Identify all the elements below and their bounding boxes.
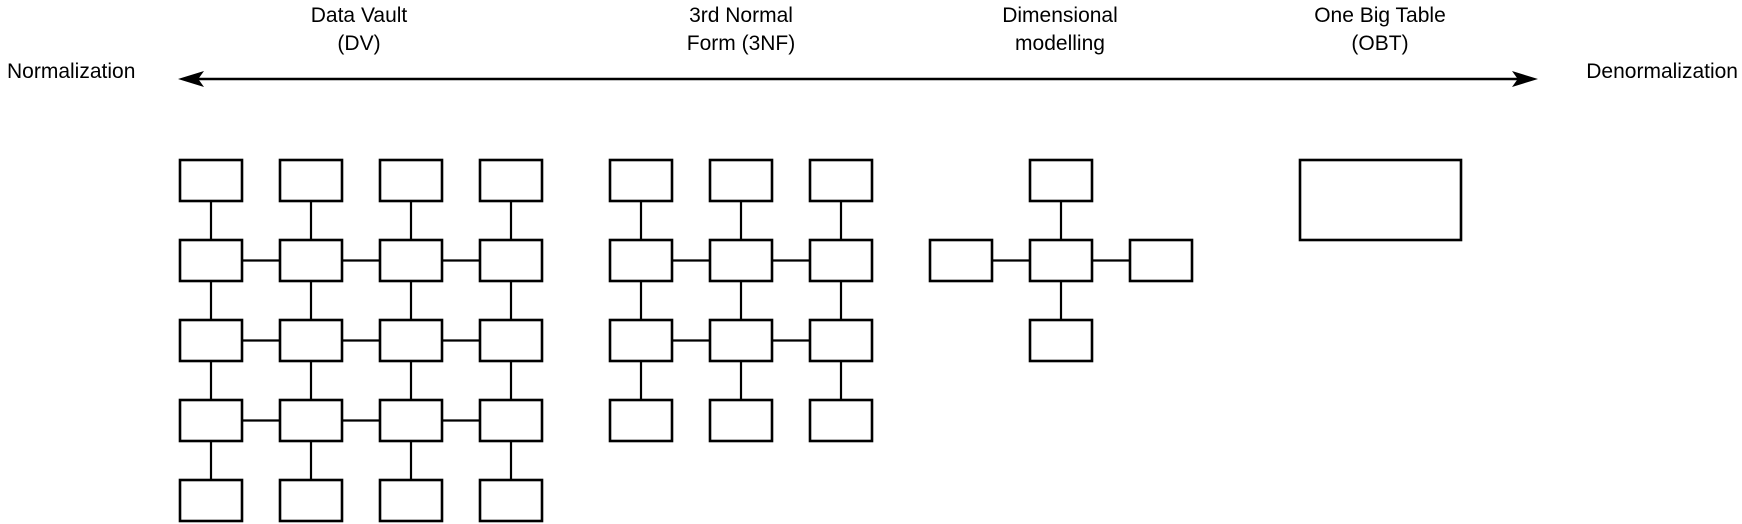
section-label-3nf: 3rd Normal Form (3NF)	[631, 2, 851, 58]
section-label-dimensional: Dimensional modelling	[950, 2, 1170, 58]
one-big-table-table-box	[1298, 158, 1463, 242]
data-vault-table-box	[378, 398, 444, 443]
data-vault-table-box	[278, 158, 344, 203]
section-label-line: Data Vault	[310, 4, 408, 27]
section-label-line: modelling	[1015, 32, 1105, 55]
data-vault-table-box	[378, 478, 444, 523]
dimensional-modelling-dimension-box	[1028, 158, 1094, 203]
denormalization-label: Denormalization	[1586, 60, 1738, 83]
dimensional-modelling-fact-box	[1028, 238, 1094, 283]
data-vault-table-box	[278, 318, 344, 363]
data-vault-table-box	[478, 238, 544, 283]
third-normal-form-table-box	[708, 238, 774, 283]
third-normal-form-table-box	[608, 158, 674, 203]
data-vault-table-box	[378, 318, 444, 363]
data-vault-table-box	[178, 398, 244, 443]
dimensional-modelling-dimension-box	[1128, 238, 1194, 283]
data-vault-table-box	[478, 478, 544, 523]
third-normal-form-table-box	[808, 238, 874, 283]
third-normal-form-table-box	[808, 318, 874, 363]
data-vault-table-box	[178, 318, 244, 363]
third-normal-form-table-box	[808, 398, 874, 443]
data-vault-table-box	[178, 158, 244, 203]
data-vault-table-box	[278, 478, 344, 523]
data-vault-table-box	[378, 158, 444, 203]
data-vault-table-box	[378, 238, 444, 283]
data-vault-table-box	[278, 238, 344, 283]
third-normal-form-table-box	[608, 318, 674, 363]
third-normal-form-table-box	[708, 158, 774, 203]
section-label-line: (DV)	[337, 32, 381, 55]
section-label-line: 3rd Normal	[689, 4, 793, 27]
arrow-head-right	[1512, 71, 1538, 87]
data-vault-table-box	[278, 398, 344, 443]
section-label-data-vault: Data Vault (DV)	[249, 2, 469, 58]
normalization-label: Normalization	[7, 60, 136, 83]
third-normal-form-table-box	[608, 398, 674, 443]
data-vault-table-box	[178, 238, 244, 283]
dimensional-modelling-dimension-box	[1028, 318, 1094, 363]
section-label-line: Dimensional	[1002, 4, 1118, 27]
section-label-line: One Big Table	[1314, 4, 1446, 27]
third-normal-form-table-box	[608, 238, 674, 283]
third-normal-form-table-box	[808, 158, 874, 203]
arrow-head-left	[178, 71, 204, 87]
section-label-line: Form (3NF)	[686, 32, 796, 55]
third-normal-form-table-box	[708, 318, 774, 363]
section-label-line: (OBT)	[1351, 32, 1409, 55]
data-vault-table-box	[478, 318, 544, 363]
third-normal-form-table-box	[708, 398, 774, 443]
data-vault-table-box	[478, 158, 544, 203]
dimensional-modelling-dimension-box	[928, 238, 994, 283]
section-label-obt: One Big Table (OBT)	[1270, 2, 1490, 58]
data-vault-table-box	[178, 478, 244, 523]
data-vault-table-box	[478, 398, 544, 443]
